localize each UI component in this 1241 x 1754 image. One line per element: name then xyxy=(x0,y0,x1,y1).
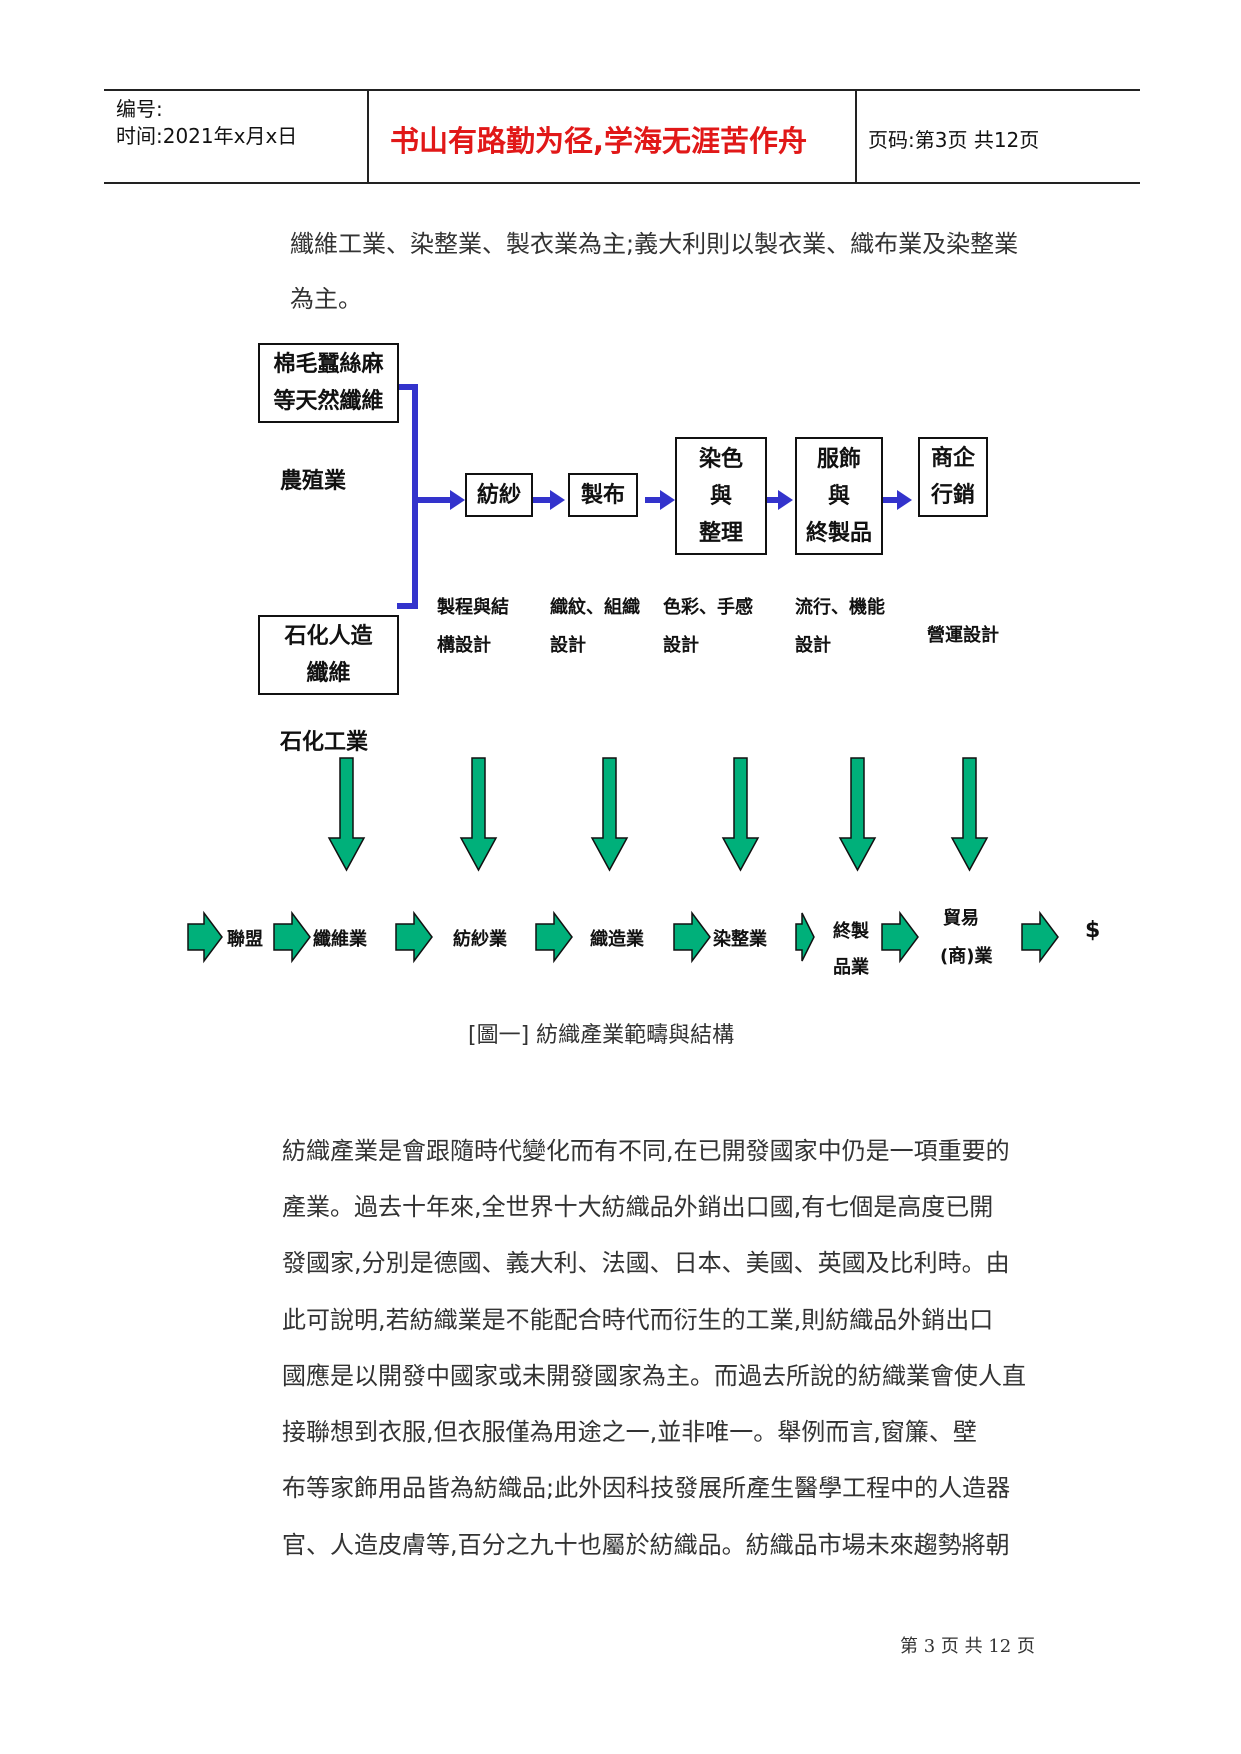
chain-dyeing: 染整業 xyxy=(713,929,767,950)
marketing-line-1: 商企 xyxy=(930,446,975,471)
chain-final-line-1: 終製 xyxy=(833,921,869,942)
marketing-line-2: 行銷 xyxy=(930,483,975,508)
intro-line-1: 纖維工業、染整業、製衣業為主;義大利則以製衣業、織布業及染整業 xyxy=(290,230,1019,258)
design-label-4: 流行、機能 設計 xyxy=(795,589,885,665)
green-right-arrows xyxy=(187,910,1059,964)
synthetic-fiber-line-2: 纖維 xyxy=(306,661,351,686)
chain-final-line-2: 品業 xyxy=(833,957,869,978)
chain-arrow-6 xyxy=(795,912,815,962)
apparel-line-2: 與 xyxy=(827,483,850,509)
blue-arrowheads xyxy=(450,490,912,510)
natural-fiber-box: 棉毛蠶絲麻 等天然纖維 xyxy=(258,343,399,423)
design-label-5: 營運設計 xyxy=(927,625,999,646)
design-4-line-1: 流行、機能 xyxy=(795,597,885,618)
design-3-line-2: 設計 xyxy=(663,635,699,656)
synthetic-fiber-line-1: 石化人造 xyxy=(284,624,373,649)
chain-weaving: 織造業 xyxy=(590,929,644,950)
header-bottom-rule xyxy=(104,182,1140,184)
down-arrow-3 xyxy=(590,757,629,872)
weaving-label: 製布 xyxy=(580,482,625,508)
body-line-3: 發國家,分別是德國、義大利、法國、日本、美國、英國及比利時。由 xyxy=(282,1249,1010,1277)
design-label-1: 製程與結 構設計 xyxy=(437,589,509,665)
green-down-arrows xyxy=(327,757,989,872)
body-line-7: 布等家飾用品皆為紡織品;此外因科技發展所產生醫學工程中的人造器 xyxy=(282,1474,1011,1502)
chain-trade-line-2: (商)業 xyxy=(940,946,993,967)
down-arrow-6 xyxy=(950,757,989,872)
header-top-rule xyxy=(104,89,1140,91)
dyeing-line-1: 染色 xyxy=(698,446,743,472)
header-page-label: 页码:第3页 共12页 xyxy=(868,128,1040,152)
marketing-box: 商企 行銷 xyxy=(918,437,988,517)
page-footer: 第 3 页 共 12 页 xyxy=(900,1636,1035,1657)
natural-fiber-line-1: 棉毛蠶絲麻 xyxy=(273,352,384,377)
chain-money: $ xyxy=(1085,918,1101,943)
design-3-line-1: 色彩、手感 xyxy=(663,597,753,618)
petrochem-label: 石化工業 xyxy=(280,730,369,755)
chain-arrow-2 xyxy=(273,910,311,964)
design-1-line-2: 構設計 xyxy=(437,635,491,656)
body-line-1: 紡織產業是會跟隨時代變化而有不同,在已開發國家中仍是一項重要的 xyxy=(282,1137,1010,1165)
header-divider-left xyxy=(367,90,369,183)
design-2-line-2: 設計 xyxy=(550,635,586,656)
chain-yarn: 紡紗業 xyxy=(453,929,507,950)
apparel-line-3: 終製品 xyxy=(805,520,872,546)
chain-final: 終製 品業 xyxy=(833,914,869,986)
header-time-label: 时间:2021年x月x日 xyxy=(116,124,298,148)
apparel-box: 服飾 與 終製品 xyxy=(795,437,883,555)
down-arrow-5 xyxy=(838,757,877,872)
body-line-6: 接聯想到衣服,但衣服僅為用途之一,並非唯一。舉例而言,窗簾、壁 xyxy=(282,1418,977,1446)
chain-arrow-1 xyxy=(187,910,223,964)
chain-arrow-8 xyxy=(1021,910,1059,964)
chain-alliance: 聯盟 xyxy=(227,929,263,950)
design-2-line-1: 織紋、組織 xyxy=(550,597,640,618)
design-label-2: 織紋、組織 設計 xyxy=(550,589,640,665)
body-line-4: 此可說明,若紡織業是不能配合時代而衍生的工業,則紡織品外銷出口 xyxy=(282,1306,994,1334)
blue-connector xyxy=(397,384,450,609)
chain-arrow-3 xyxy=(395,910,433,964)
chain-fiber: 纖維業 xyxy=(313,929,367,950)
diagram-connectors xyxy=(187,384,1059,964)
chain-arrow-7 xyxy=(881,910,919,964)
chain-arrow-5 xyxy=(673,910,711,964)
dyeing-line-3: 整理 xyxy=(698,520,743,546)
apparel-line-1: 服飾 xyxy=(816,446,861,472)
design-1-line-1: 製程與結 xyxy=(437,597,509,618)
intro-line-2: 為主。 xyxy=(290,285,362,313)
down-arrow-1 xyxy=(327,757,366,872)
body-line-8: 官、人造皮膚等,百分之九十也屬於紡織品。紡織品市場未來趨勢將朝 xyxy=(282,1531,1010,1559)
body-line-2: 產業。過去十年來,全世界十大紡織品外銷出口國,有七個是高度已開 xyxy=(282,1193,994,1221)
agriculture-label: 農殖業 xyxy=(280,469,347,494)
dyeing-line-2: 與 xyxy=(709,483,732,509)
spinning-label: 紡紗 xyxy=(476,482,521,508)
natural-fiber-line-2: 等天然纖維 xyxy=(273,389,384,414)
weaving-box: 製布 xyxy=(568,473,638,517)
design-label-3: 色彩、手感 設計 xyxy=(663,589,753,665)
chain-arrow-4 xyxy=(535,910,573,964)
body-line-5: 國應是以開發中國家或未開發國家為主。而過去所說的紡織業會使人直 xyxy=(282,1362,1026,1390)
dyeing-box: 染色 與 整理 xyxy=(675,437,767,555)
design-4-line-2: 設計 xyxy=(795,635,831,656)
chain-trade-line-1: 貿易 xyxy=(943,908,979,929)
header-divider-right xyxy=(855,90,857,183)
figure-caption: [圖一] 紡織產業範疇與結構 xyxy=(468,1023,735,1048)
spinning-box: 紡紗 xyxy=(465,473,533,517)
down-arrow-4 xyxy=(721,757,760,872)
down-arrow-2 xyxy=(459,757,498,872)
synthetic-fiber-box: 石化人造 纖維 xyxy=(258,615,399,695)
chain-trade: 貿易 (商)業 xyxy=(940,900,992,976)
header-motto: 书山有路勤为径,学海无涯苦作舟 xyxy=(390,124,808,158)
header-serial-label: 编号: xyxy=(116,97,163,121)
